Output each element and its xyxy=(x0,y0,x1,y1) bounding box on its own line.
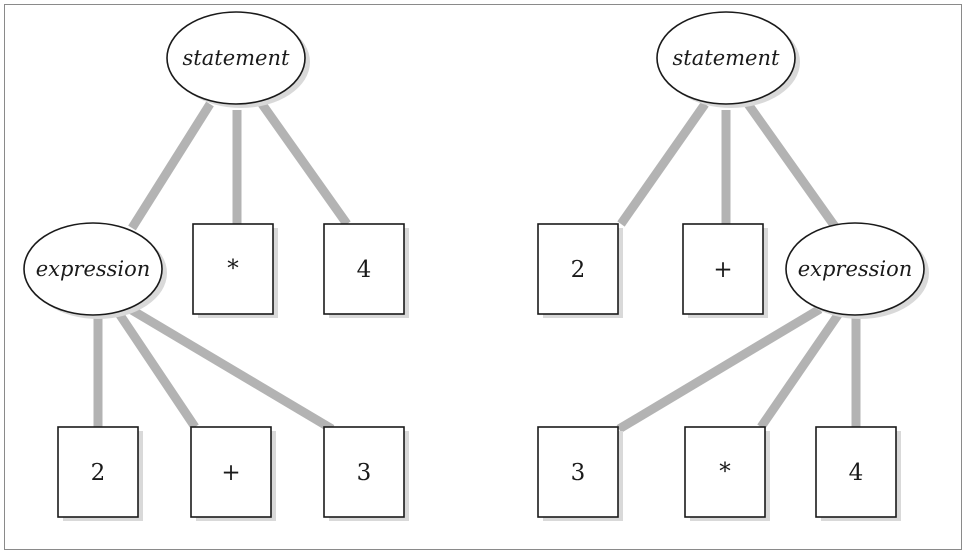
node-label-statement: statement xyxy=(673,46,780,70)
terminal-label: + xyxy=(221,460,240,486)
tree-1-terminal-2: 2 xyxy=(57,426,143,521)
tree-1-edges xyxy=(93,101,351,433)
node-label-expression: expression xyxy=(798,257,913,281)
terminal-label: + xyxy=(713,257,732,283)
edge xyxy=(616,305,823,433)
terminal-label: * xyxy=(719,459,731,485)
tree-2-terminal-2: 2 xyxy=(537,223,623,318)
tree-1-terminal-plus: + xyxy=(190,426,276,521)
terminal-label: 3 xyxy=(357,460,372,486)
edge xyxy=(617,101,709,227)
edge xyxy=(258,101,351,227)
node-label-statement: statement xyxy=(183,46,290,70)
tree-1-root-node: statement xyxy=(166,11,310,108)
tree-2-terminal-4: 4 xyxy=(815,426,901,521)
edge xyxy=(114,309,199,430)
tree-1-terminal-4: 4 xyxy=(323,223,409,318)
tree-2-edges xyxy=(616,101,861,433)
tree-2-root-node: statement xyxy=(656,11,800,108)
edge xyxy=(757,309,844,430)
terminal-label: 4 xyxy=(849,460,864,486)
edge xyxy=(128,101,214,231)
edge xyxy=(127,305,335,433)
tree-1-terminal-3: 3 xyxy=(323,426,409,521)
terminal-label: * xyxy=(227,256,239,282)
tree-2-terminal-3: 3 xyxy=(537,426,623,521)
terminal-label: 2 xyxy=(571,257,586,283)
tree-2-terminal-star: * xyxy=(684,426,770,521)
edge xyxy=(744,101,840,231)
diagram-frame xyxy=(4,4,962,550)
tree-1-terminal-star: * xyxy=(192,223,278,318)
tree-2-terminal-plus: + xyxy=(682,223,768,318)
terminal-label: 2 xyxy=(91,460,106,486)
node-label-expression: expression xyxy=(36,257,151,281)
tree-1-expression-node: expression xyxy=(23,222,167,319)
tree-2-expression-node: expression xyxy=(785,222,929,319)
terminal-label: 4 xyxy=(357,257,372,283)
terminal-label: 3 xyxy=(571,460,586,486)
